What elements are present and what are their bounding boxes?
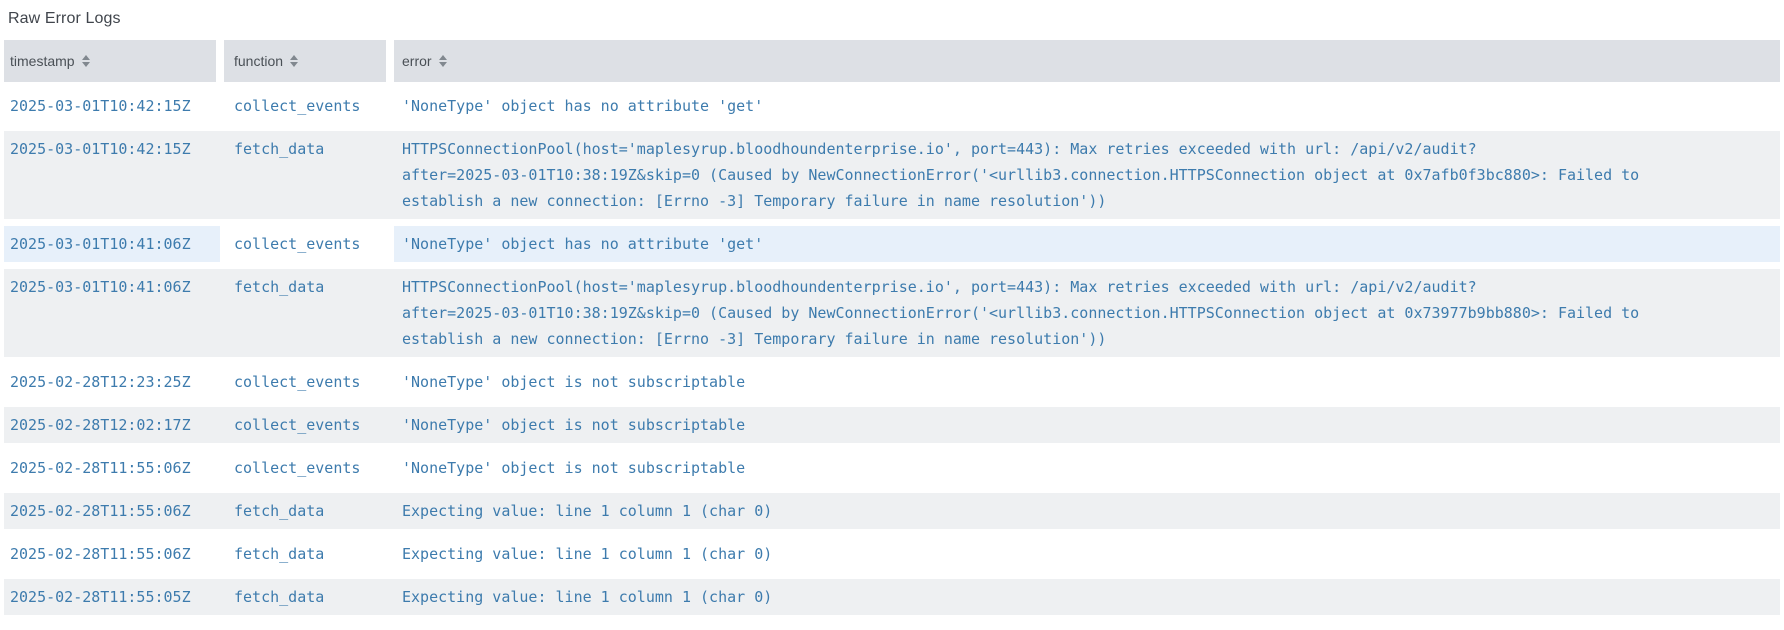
cell-error[interactable]: 'NoneType' object is not subscriptable xyxy=(402,416,746,434)
cell-timestamp[interactable]: 2025-02-28T11:55:06Z xyxy=(10,502,191,520)
table-row: 2025-02-28T11:55:05Z fetch_data Expectin… xyxy=(4,579,1780,615)
header-cell-timestamp[interactable]: timestamp xyxy=(4,40,216,82)
column-label-timestamp: timestamp xyxy=(10,53,75,69)
table-row: 2025-03-01T10:42:15Z collect_events 'Non… xyxy=(4,88,1780,124)
column-label-error: error xyxy=(402,53,432,69)
cell-function[interactable]: collect_events xyxy=(234,373,361,391)
cell-function[interactable]: fetch_data xyxy=(234,502,325,520)
cell-function[interactable]: fetch_data xyxy=(234,140,325,158)
cell-error[interactable]: 'NoneType' object is not subscriptable xyxy=(402,373,746,391)
cell-function[interactable]: collect_events xyxy=(234,459,361,477)
cell-timestamp[interactable]: 2025-03-01T10:42:15Z xyxy=(10,97,191,115)
header-cell-error[interactable]: error xyxy=(394,40,1780,82)
cell-timestamp[interactable]: 2025-02-28T12:23:25Z xyxy=(10,373,191,391)
cell-function[interactable]: collect_events xyxy=(234,416,361,434)
cell-error[interactable]: Expecting value: line 1 column 1 (char 0… xyxy=(402,502,773,520)
cell-timestamp[interactable]: 2025-02-28T11:55:06Z xyxy=(10,545,191,563)
cell-timestamp[interactable]: 2025-02-28T11:55:06Z xyxy=(10,459,191,477)
cell-function[interactable]: fetch_data xyxy=(234,588,325,606)
cell-function-active[interactable]: collect_events xyxy=(220,226,394,262)
header-cell-function[interactable]: function xyxy=(224,40,386,82)
table-row: 2025-02-28T11:55:06Z collect_events 'Non… xyxy=(4,450,1780,486)
cell-timestamp[interactable]: 2025-02-28T11:55:05Z xyxy=(10,588,191,606)
cell-timestamp[interactable]: 2025-03-01T10:41:06Z xyxy=(10,278,191,296)
cell-timestamp[interactable]: 2025-02-28T12:02:17Z xyxy=(10,416,191,434)
log-table-body: 2025-03-01T10:42:15Z collect_events 'Non… xyxy=(4,88,1780,615)
cell-error[interactable]: HTTPSConnectionPool(host='maplesyrup.blo… xyxy=(402,140,1640,210)
sort-icon xyxy=(81,55,90,67)
cell-error[interactable]: Expecting value: line 1 column 1 (char 0… xyxy=(402,545,773,563)
table-row-selected: 2025-03-01T10:41:06Z collect_events 'Non… xyxy=(4,226,1780,262)
cell-error[interactable]: 'NoneType' object has no attribute 'get' xyxy=(402,235,764,253)
cell-timestamp[interactable]: 2025-03-01T10:42:15Z xyxy=(10,140,191,158)
table-row: 2025-03-01T10:41:06Z fetch_data HTTPSCon… xyxy=(4,269,1780,357)
cell-function[interactable]: fetch_data xyxy=(234,545,325,563)
cell-error[interactable]: HTTPSConnectionPool(host='maplesyrup.blo… xyxy=(402,278,1640,348)
table-row: 2025-02-28T12:23:25Z collect_events 'Non… xyxy=(4,364,1780,400)
cell-error[interactable]: 'NoneType' object is not subscriptable xyxy=(402,459,746,477)
cell-function[interactable]: collect_events xyxy=(234,97,361,115)
table-row: 2025-02-28T11:55:06Z fetch_data Expectin… xyxy=(4,536,1780,572)
cell-error[interactable]: Expecting value: line 1 column 1 (char 0… xyxy=(402,588,773,606)
cell-function[interactable]: fetch_data xyxy=(234,278,325,296)
table-row: 2025-03-01T10:42:15Z fetch_data HTTPSCon… xyxy=(4,131,1780,219)
sort-icon xyxy=(290,55,299,67)
table-header-row: timestamp function error xyxy=(4,40,1780,82)
table-row: 2025-02-28T11:55:06Z fetch_data Expectin… xyxy=(4,493,1780,529)
cell-timestamp[interactable]: 2025-03-01T10:41:06Z xyxy=(10,235,191,253)
sort-icon xyxy=(438,55,447,67)
cell-error[interactable]: 'NoneType' object has no attribute 'get' xyxy=(402,97,764,115)
table-row: 2025-02-28T12:02:17Z collect_events 'Non… xyxy=(4,407,1780,443)
column-label-function: function xyxy=(234,53,284,69)
page-title: Raw Error Logs xyxy=(8,10,121,27)
